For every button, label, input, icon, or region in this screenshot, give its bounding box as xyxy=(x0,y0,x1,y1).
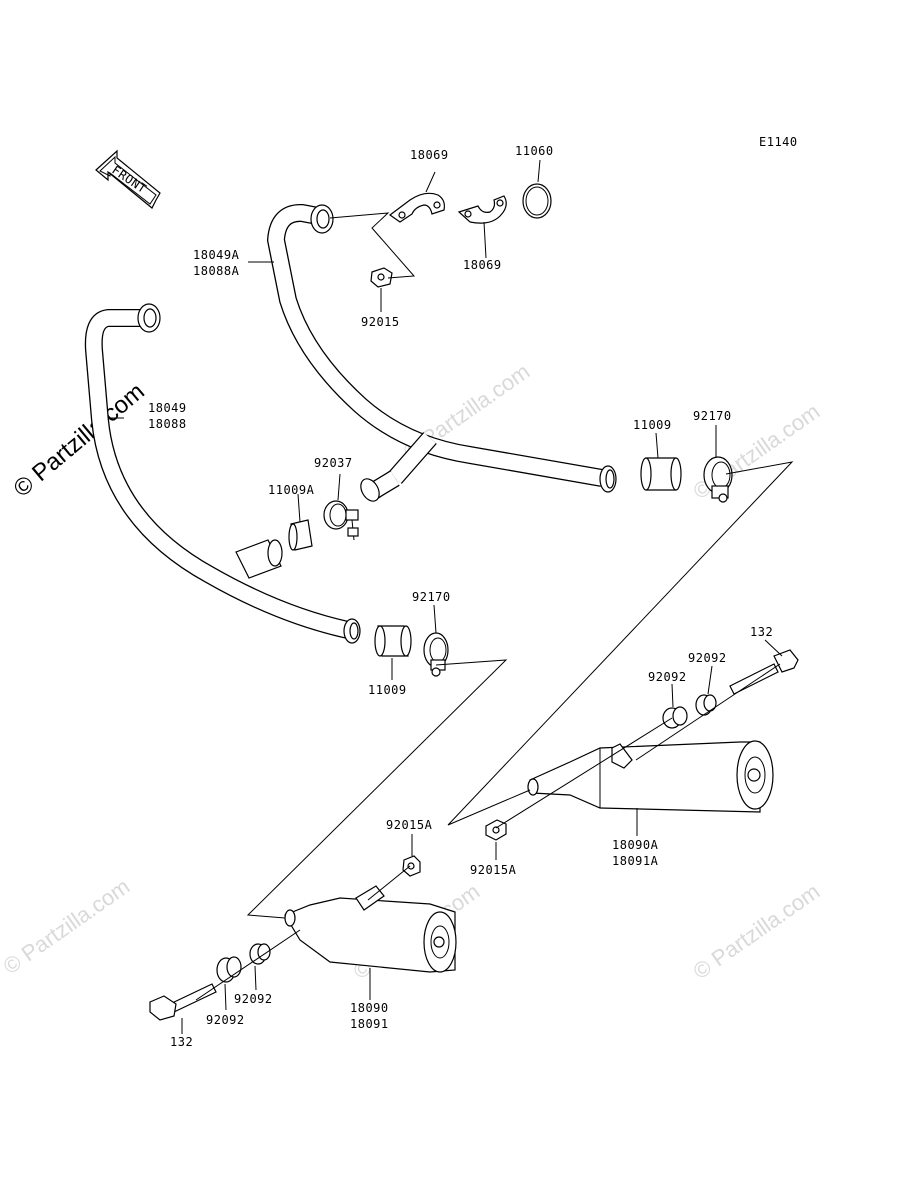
label-18069-top: 18069 xyxy=(410,148,449,162)
label-11009A: 11009A xyxy=(268,483,315,497)
gasket-11009-left xyxy=(374,625,412,657)
bolt-132-right xyxy=(729,649,799,695)
label-11060: 11060 xyxy=(515,144,554,158)
clamp-92037 xyxy=(323,500,359,541)
clamp-92170-right xyxy=(703,456,733,503)
collar-92092-right-2 xyxy=(662,706,688,729)
label-92092-left-1: 92092 xyxy=(234,992,273,1006)
collar-92092-right xyxy=(695,694,717,716)
label-18049: 18049 xyxy=(148,401,187,415)
diagram-code: E1140 xyxy=(759,135,798,149)
watermark: © Partzilla.com xyxy=(0,874,134,980)
exhaust-flange-18069-a xyxy=(388,192,445,223)
collar-92092-left xyxy=(249,943,271,965)
watermark: © Partzilla.com xyxy=(689,879,825,985)
leader-lines xyxy=(110,159,794,1034)
label-92170-left: 92170 xyxy=(412,590,451,604)
label-92092-left-2: 92092 xyxy=(206,1013,245,1027)
label-18069-bottom: 18069 xyxy=(463,258,502,272)
gasket-11009-right xyxy=(640,457,682,491)
crossover-joint xyxy=(360,470,400,502)
gasket-11060 xyxy=(522,183,552,219)
label-18091A: 18091A xyxy=(612,854,659,868)
label-92015A-mid: 92015A xyxy=(470,863,517,877)
label-92092-right-2: 92092 xyxy=(648,670,687,684)
label-18088: 18088 xyxy=(148,417,187,431)
label-18090: 18090 xyxy=(350,1001,389,1015)
label-92015A-top: 92015A xyxy=(386,818,433,832)
label-11009-left: 11009 xyxy=(368,683,407,697)
slip-joint-lower xyxy=(235,539,283,579)
muffler-right-18090A xyxy=(527,740,774,813)
label-18091: 18091 xyxy=(350,1017,389,1031)
front-arrow-icon: FRONT xyxy=(95,149,161,209)
label-18090A: 18090A xyxy=(612,838,659,852)
nut-92015 xyxy=(370,267,393,288)
partzilla-watermark: © Partzilla.com xyxy=(9,378,150,503)
gasket-11009A xyxy=(288,519,313,551)
label-92037: 92037 xyxy=(314,456,353,470)
label-92092-right-1: 92092 xyxy=(688,651,727,665)
part-labels: 18069 11060 18049A 18088A 18069 92015 18… xyxy=(148,144,773,1049)
label-92015: 92015 xyxy=(361,315,400,329)
header-pipe-upper xyxy=(267,204,617,493)
nut-92015A-right xyxy=(485,819,507,841)
label-11009-right: 11009 xyxy=(633,418,672,432)
label-92170-right: 92170 xyxy=(693,409,732,423)
nut-92015A-left xyxy=(402,855,421,877)
label-132-left: 132 xyxy=(170,1035,193,1049)
label-132-right: 132 xyxy=(750,625,773,639)
label-18049A: 18049A xyxy=(193,248,240,262)
muffler-left-18090 xyxy=(284,885,457,973)
clamp-92170-left xyxy=(423,632,449,677)
bolt-132-left xyxy=(149,983,217,1021)
label-18088A: 18088A xyxy=(193,264,240,278)
header-pipe-lower xyxy=(84,303,361,644)
exhaust-flange-18069-b xyxy=(457,195,507,224)
